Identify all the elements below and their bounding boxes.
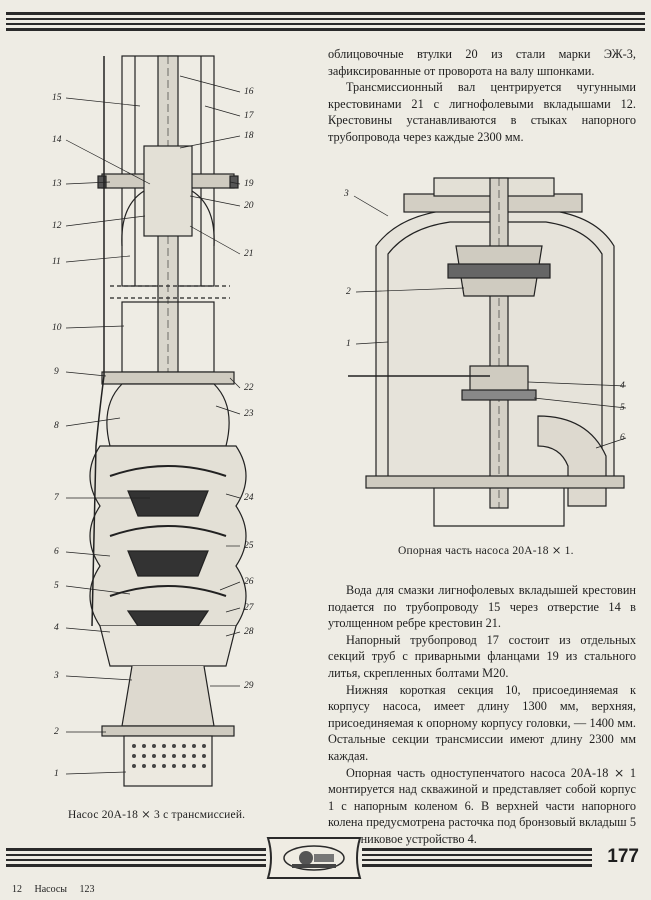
callout-label: 1	[346, 339, 351, 349]
support-part-figure: 3 2 1 4 5 6	[338, 176, 638, 538]
callout-label: 13	[52, 179, 62, 189]
bottom-decorative-band	[6, 837, 592, 879]
paragraph: Опорная часть одноступенчатого насоса 20…	[328, 765, 636, 846]
left-figure-caption: Насос 20А-18 ⨯ 3 с трансмиссией.	[68, 809, 246, 821]
callout-label: 2	[54, 727, 59, 737]
callout-label: 27	[244, 603, 255, 613]
paragraph: Вода для смазки лигнофолевых вкладышей к…	[328, 583, 636, 631]
pump-transmission-figure: 15 14 13 12 11 10 9 8 7 6 5 4 3 2 1 16 1…	[40, 46, 310, 806]
callout-label: 1	[54, 769, 59, 779]
left-figure-labels-left: 15 14 13 12 11 10 9 8 7 6 5 4 3 2 1	[52, 93, 62, 779]
support-part-drawing: 3 2 1 4 5 6	[343, 177, 627, 527]
left-figure-labels-right: 16 17 18 19 20 21 22 23 24 25 26 27 28 2…	[244, 87, 255, 691]
callout-label: 6	[620, 433, 625, 443]
callout-label: 12	[52, 221, 62, 231]
right-figure-caption: Опорная часть насоса 20А-18 ⨯ 1.	[398, 545, 574, 557]
callout-label: 15	[52, 93, 62, 103]
text-column-top: облицовочные втулки 20 из стали марки ЭЖ…	[328, 46, 636, 146]
callout-label: 10	[52, 323, 62, 333]
callout-label: 22	[244, 383, 254, 393]
printer-signature: 12 Насосы 123	[12, 884, 105, 895]
paragraph: Трансмиссионный вал центрируется чугунны…	[328, 80, 636, 144]
pump-emblem-icon	[266, 837, 362, 879]
callout-label: 3	[343, 189, 349, 199]
paragraph: Нижняя короткая секция 10, присоединяема…	[328, 682, 636, 763]
paragraph: Напорный трубопровод 17 состоит из отдел…	[328, 632, 636, 680]
callout-label: 28	[244, 627, 254, 637]
callout-label: 11	[52, 257, 61, 267]
top-decorative-rule	[6, 12, 645, 31]
callout-label: 16	[244, 87, 254, 97]
pump-transmission-drawing: 15 14 13 12 11 10 9 8 7 6 5 4 3 2 1 16 1…	[52, 55, 255, 787]
signature-code: 123	[79, 884, 95, 895]
callout-label: 3	[53, 671, 59, 681]
callout-label: 25	[244, 541, 254, 551]
signature-number: 12	[12, 884, 22, 895]
callout-label: 26	[244, 577, 254, 587]
callout-label: 7	[54, 493, 60, 503]
callout-label: 14	[52, 135, 62, 145]
callout-label: 21	[244, 249, 254, 259]
right-figure-labels-right: 4 5 6	[620, 381, 625, 443]
callout-label: 6	[54, 547, 59, 557]
callout-label: 4	[620, 381, 625, 391]
callout-label: 5	[54, 581, 59, 591]
text-column-bottom: Вода для смазки лигнофолевых вкладышей к…	[328, 582, 636, 848]
callout-label: 18	[244, 131, 254, 141]
callout-label: 8	[54, 421, 59, 431]
page-number: 177	[607, 846, 639, 867]
callout-label: 9	[54, 367, 59, 377]
callout-label: 17	[244, 111, 255, 121]
callout-label: 23	[244, 409, 254, 419]
callout-label: 20	[244, 201, 254, 211]
callout-label: 29	[244, 681, 254, 691]
right-figure-labels-left: 3 2 1	[343, 189, 351, 349]
callout-label: 24	[244, 493, 254, 503]
signature-title: Насосы	[34, 884, 68, 895]
paragraph: облицовочные втулки 20 из стали марки ЭЖ…	[328, 47, 636, 78]
callout-label: 2	[346, 287, 351, 297]
callout-label: 4	[54, 623, 59, 633]
callout-label: 5	[620, 403, 625, 413]
callout-label: 19	[244, 179, 254, 189]
